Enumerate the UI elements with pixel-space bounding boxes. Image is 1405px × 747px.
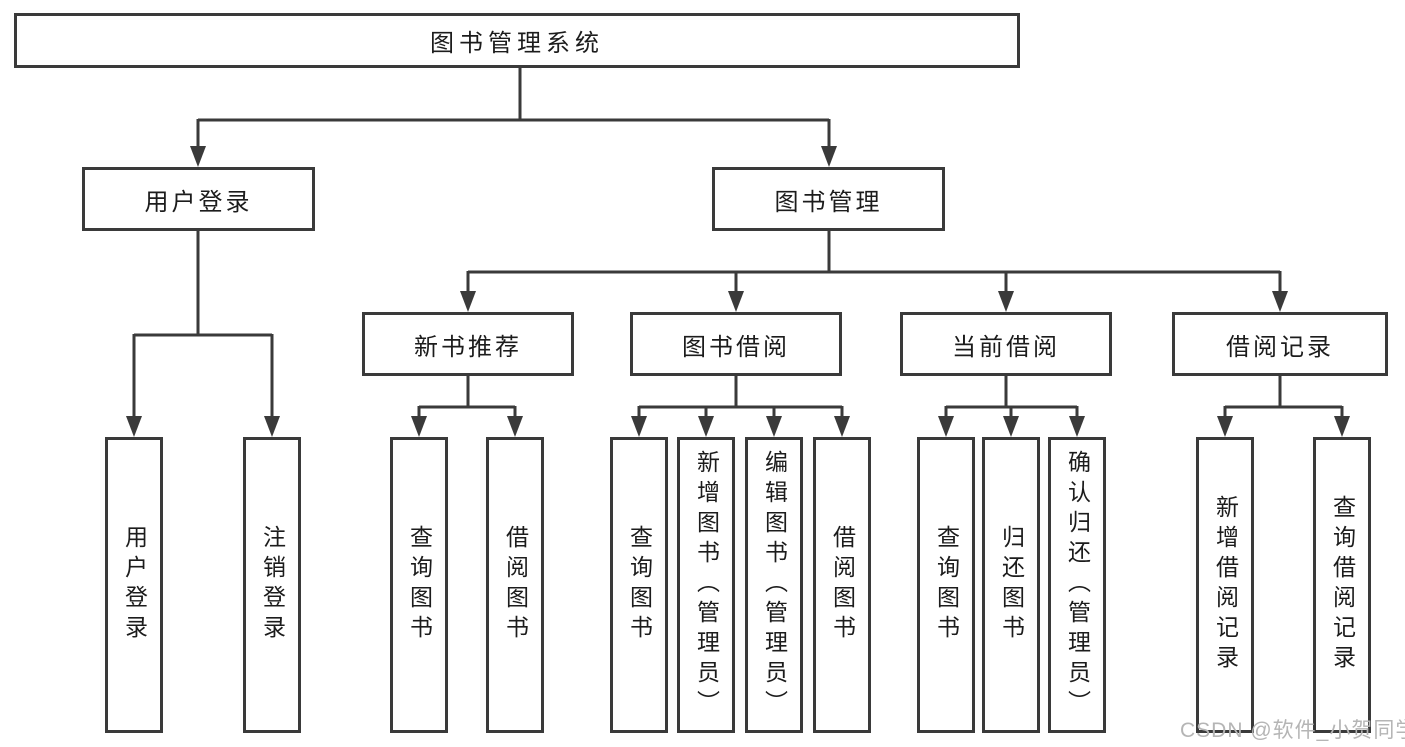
node-book-borrowing: 图书借阅 [630,312,842,376]
leaf-add-borrow-record-label: 新增借阅记录 [1212,495,1239,675]
node-borrowing-records: 借阅记录 [1172,312,1388,376]
leaf-user-login: 用户登录 [105,437,163,733]
leaf-logout: 注销登录 [243,437,301,733]
leaf-add-books-admin-label: 新增图书（管理员） [693,450,720,720]
leaf-query-books-borrow: 查询图书 [610,437,668,733]
node-book-management-label: 图书管理 [774,188,883,216]
node-current-borrowing: 当前借阅 [900,312,1112,376]
leaf-query-books-borrow-label: 查询图书 [626,525,653,645]
node-book-management: 图书管理 [712,167,945,231]
node-book-borrowing-label: 图书借阅 [682,333,790,361]
node-new-book-recommendation-label: 新书推荐 [414,333,522,361]
leaf-borrow-books-label: 借阅图书 [829,525,856,645]
leaf-add-books-admin: 新增图书（管理员） [677,437,735,733]
node-new-book-recommendation: 新书推荐 [362,312,574,376]
leaf-return-books: 归还图书 [982,437,1040,733]
leaf-query-borrow-record-label: 查询借阅记录 [1329,495,1356,675]
leaf-query-books-recommend: 查询图书 [390,437,448,733]
leaf-query-borrow-record: 查询借阅记录 [1313,437,1371,733]
leaf-edit-books-admin-label: 编辑图书（管理员） [761,450,788,720]
leaf-return-books-label: 归还图书 [998,525,1025,645]
leaf-query-books-current-label: 查询图书 [933,525,960,645]
node-current-borrowing-label: 当前借阅 [952,333,1060,361]
leaf-borrow-books-recommend-label: 借阅图书 [502,525,529,645]
leaf-user-login-label: 用户登录 [121,525,148,645]
leaf-borrow-books: 借阅图书 [813,437,871,733]
node-user-login-label: 用户登录 [144,188,253,216]
node-root-label: 图书管理系统 [430,30,604,57]
node-user-login: 用户登录 [82,167,315,231]
leaf-query-books-recommend-label: 查询图书 [406,525,433,645]
csdn-watermark: CSDN @软件_小贺同学 [1180,719,1405,742]
leaf-confirm-return-admin: 确认归还（管理员） [1048,437,1106,733]
leaf-logout-label: 注销登录 [259,525,286,645]
arrowhead-icons [126,146,1350,437]
node-root: 图书管理系统 [14,13,1020,68]
node-borrowing-records-label: 借阅记录 [1226,333,1334,361]
leaf-confirm-return-admin-label: 确认归还（管理员） [1064,450,1091,720]
leaf-query-books-current: 查询图书 [917,437,975,733]
leaf-edit-books-admin: 编辑图书（管理员） [745,437,803,733]
leaf-borrow-books-recommend: 借阅图书 [486,437,544,733]
leaf-add-borrow-record: 新增借阅记录 [1196,437,1254,733]
